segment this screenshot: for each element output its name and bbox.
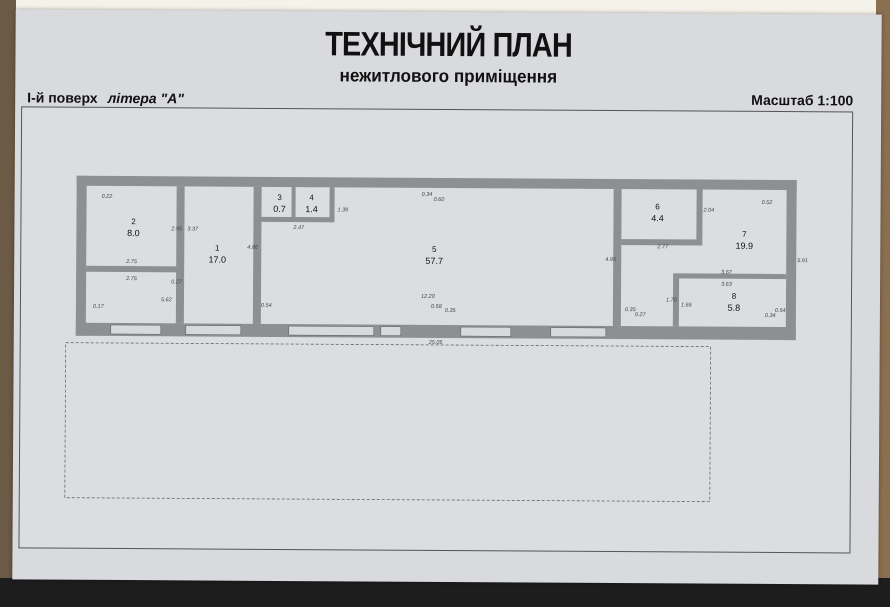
- wall-top: [76, 175, 797, 191]
- dimension-label: 0.60: [434, 197, 446, 203]
- floor-label: І-й поверх літера "А": [27, 89, 184, 106]
- dimension-label: 2.75: [125, 259, 138, 265]
- room-2-area: 8.0: [127, 228, 140, 238]
- dimension-label: 0.58: [431, 304, 443, 310]
- room-5-area: 57.7: [425, 256, 443, 266]
- walls: [75, 175, 797, 341]
- room-4-area: 1.4: [305, 204, 318, 214]
- dimension-label: 1.66: [681, 302, 693, 308]
- window-4: [550, 327, 607, 338]
- room-3-number: 3: [277, 193, 282, 202]
- room-8-number: 8: [732, 292, 737, 301]
- room-labels: 2 8.0 1 17.0 3 0.7 4 1.4 5 57.7 6 4.4 7 …: [127, 193, 754, 313]
- dimension-label: 0.35: [625, 307, 637, 313]
- dimension-label: 0.35: [445, 308, 457, 314]
- wall-r3-r4-bottom: [261, 216, 334, 223]
- dimension-label: 4.95: [605, 257, 617, 263]
- letter-label: літера "А": [107, 89, 184, 107]
- wall-r6-r7: [696, 189, 703, 246]
- wall-right: [785, 180, 797, 341]
- room-3-area: 0.7: [273, 204, 286, 214]
- dimension-label: 4.86: [247, 245, 259, 251]
- room-8-area: 5.8: [728, 303, 741, 313]
- wall-r6-bottom: [621, 239, 702, 246]
- background-left: [0, 0, 16, 607]
- terrace-area: [64, 342, 712, 503]
- room-1-area: 17.0: [208, 255, 226, 265]
- room-7-number: 7: [742, 230, 747, 239]
- wall-r4-r5: [329, 187, 335, 223]
- dimension-label: 12.20: [421, 294, 436, 300]
- dimension-label: 0.52: [762, 200, 773, 206]
- dimension-label: 2.95: [170, 226, 183, 232]
- dimension-label: 3.37: [187, 226, 199, 232]
- room-5-number: 5: [432, 245, 437, 254]
- floor-plan: 2 8.0 1 17.0 3 0.7 4 1.4 5 57.7 6 4.4 7 …: [64, 175, 808, 503]
- wall-r7-bottom: [676, 273, 787, 280]
- window-3: [460, 326, 512, 337]
- wall-bottom: [75, 322, 796, 341]
- wall-r3-r4: [291, 187, 296, 218]
- wall-r2-bottom: [86, 265, 179, 273]
- floor-number: І-й поверх: [27, 89, 98, 106]
- dimension-label: 0.17: [93, 304, 105, 310]
- dimension-label: 1.39: [338, 207, 349, 213]
- dimension-label: 0.54: [775, 308, 786, 314]
- plan-sheet: ТЕХНІЧНИЙ ПЛАН нежитлового приміщення І-…: [12, 9, 882, 585]
- wall-r1-r2: [175, 186, 185, 324]
- door-1: [110, 324, 162, 335]
- window-2: [288, 325, 375, 336]
- dimension-label: 2.04: [703, 208, 715, 214]
- room-7-area: 19.9: [736, 241, 754, 251]
- wall-left: [75, 175, 87, 336]
- room-6-area: 4.4: [651, 213, 664, 223]
- dimension-label: 0.22: [102, 194, 113, 200]
- dimension-labels: 0.22 2.95 3.37 2.75 2.75 0.27 5.62 0.17 …: [93, 192, 808, 346]
- dimension-label: 5.62: [161, 297, 172, 303]
- dimension-label: 0.34: [422, 192, 433, 198]
- dimension-label: 0.54: [261, 303, 272, 309]
- dimension-label: 3.67: [721, 270, 733, 276]
- dimension-label: 0.34: [765, 313, 776, 319]
- room-1-number: 1: [215, 244, 220, 253]
- dimension-label: 2.75: [125, 276, 138, 282]
- dimension-label: 2.47: [292, 225, 305, 231]
- room-6-number: 6: [655, 202, 660, 211]
- window-1: [185, 325, 242, 336]
- windows: [110, 324, 607, 338]
- scale-label: Масштаб 1:100: [751, 91, 854, 109]
- room-4-number: 4: [309, 193, 314, 202]
- wall-r1-r5: [252, 186, 262, 324]
- document-title: ТЕХНІЧНИЙ ПЛАН: [325, 25, 573, 65]
- drawing-frame: 2 8.0 1 17.0 3 0.7 4 1.4 5 57.7 6 4.4 7 …: [18, 106, 854, 554]
- door-2: [380, 326, 402, 337]
- room-2-number: 2: [131, 217, 136, 226]
- document-subtitle: нежитлового приміщення: [339, 65, 558, 87]
- dimension-label: 3.63: [721, 282, 733, 288]
- dimension-label: 1.70: [666, 297, 678, 303]
- dimension-label: 2.77: [656, 244, 669, 250]
- dimension-label: 25.05: [428, 340, 444, 346]
- wall-r8-left: [672, 273, 680, 327]
- dimension-label: 5.91: [797, 258, 808, 264]
- dimension-label: 0.27: [171, 279, 183, 285]
- wall-r5-r6: [612, 189, 622, 327]
- dimension-label: 0.27: [635, 312, 647, 318]
